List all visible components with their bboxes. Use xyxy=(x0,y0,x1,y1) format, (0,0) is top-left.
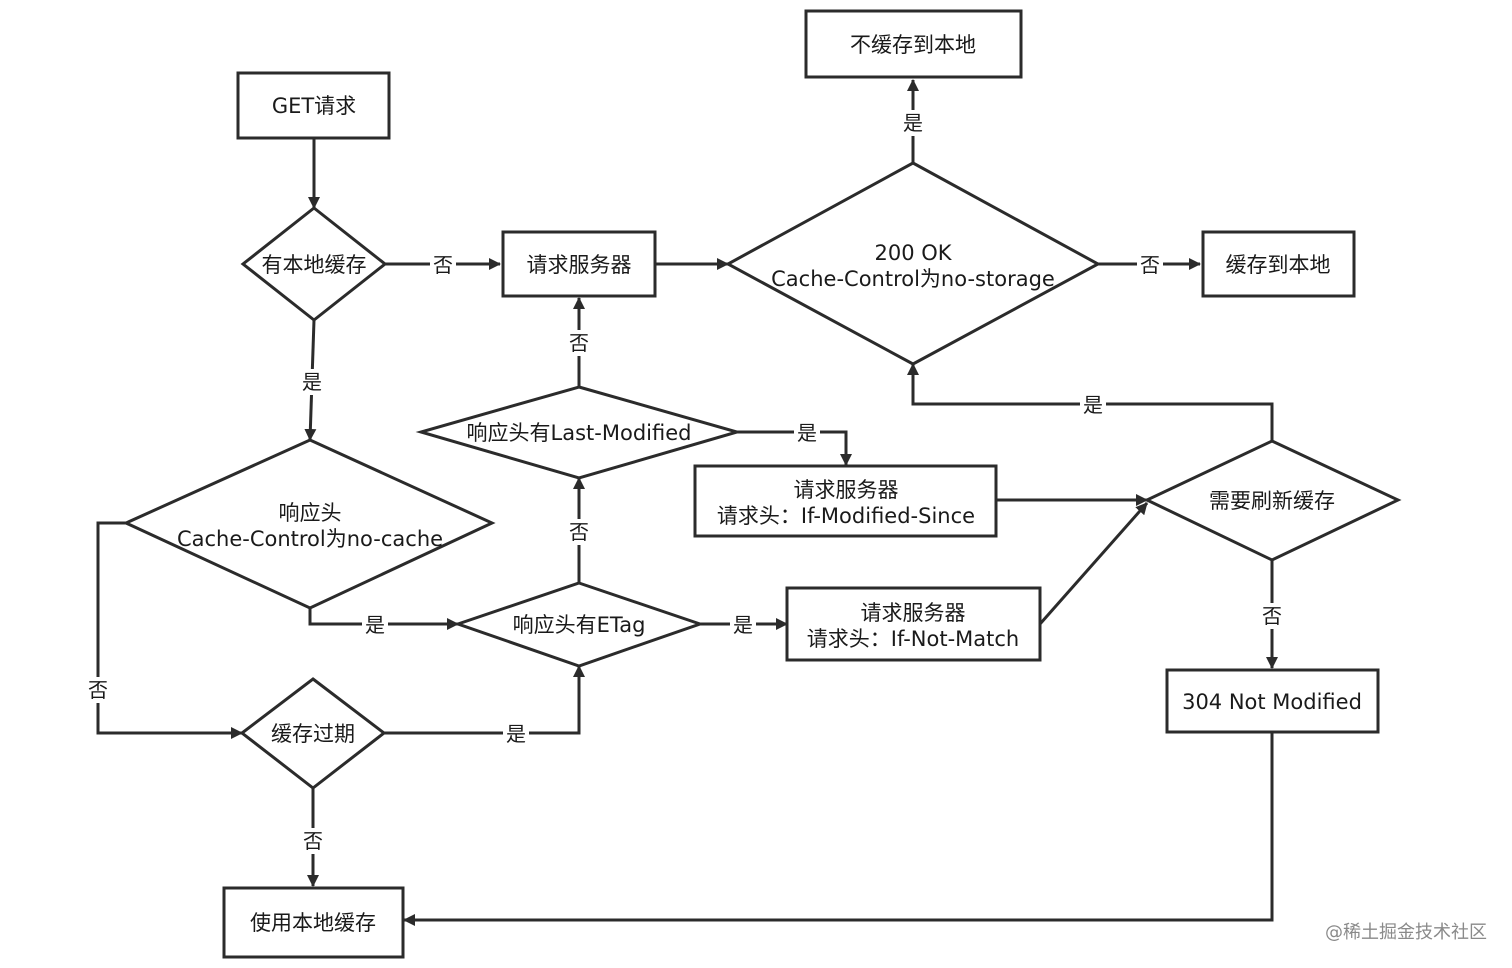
edge-inm-to-need-refresh xyxy=(1038,502,1149,625)
node-etag-label: 响应头有ETag xyxy=(513,613,646,637)
edge-no-cache-to-expired xyxy=(96,521,243,739)
node-304-label: 304 Not Modified xyxy=(1182,690,1362,714)
node-ok-no-storage-line1: 200 OK xyxy=(874,241,952,265)
node-ok-no-storage-check xyxy=(724,161,1102,366)
label-yes-expired: 是 xyxy=(506,722,526,746)
node-request-server-label: 请求服务器 xyxy=(527,253,632,277)
node-no-cache-line1: 响应头 xyxy=(279,501,342,525)
edge-no-cache-to-etag xyxy=(308,608,459,630)
label-yes-etag: 是 xyxy=(733,613,753,637)
label-yes-no-storage: 是 xyxy=(903,111,923,135)
node-cache-expired xyxy=(239,677,387,790)
node-request-server xyxy=(501,230,657,298)
node-inm-line2: 请求头：If-Not-Match xyxy=(807,627,1019,651)
node-cache-local xyxy=(1201,230,1356,298)
label-yes-has-cache: 是 xyxy=(302,370,322,394)
edge-labels: 否 是 是 否 否 是 是 否 否 是 是 否 是 否 xyxy=(85,110,1285,854)
label-no-no-storage: 否 xyxy=(1140,253,1160,277)
node-last-modified-label: 响应头有Last-Modified xyxy=(467,421,692,445)
node-etag-check xyxy=(453,581,705,668)
node-get-request-label: GET请求 xyxy=(272,94,356,118)
label-no-expired: 否 xyxy=(303,829,323,853)
label-no-last-modified: 否 xyxy=(569,331,589,355)
node-get-request xyxy=(236,71,391,140)
node-has-local-cache-label: 有本地缓存 xyxy=(262,253,367,277)
label-no-etag: 否 xyxy=(569,520,589,544)
label-yes-no-cache: 是 xyxy=(365,613,385,637)
label-no-has-cache: 否 xyxy=(433,253,453,277)
node-cache-local-label: 缓存到本地 xyxy=(1226,253,1331,277)
node-ok-no-storage-line2: Cache-Control为no-storage xyxy=(771,267,1055,291)
node-last-modified-check xyxy=(415,385,743,480)
label-no-no-cache: 否 xyxy=(88,678,108,702)
label-no-need-refresh: 否 xyxy=(1262,604,1282,628)
node-ims-line1: 请求服务器 xyxy=(794,478,899,502)
node-need-refresh xyxy=(1143,439,1402,562)
edge-expired-to-etag xyxy=(384,665,585,735)
node-no-cache-local xyxy=(804,9,1023,79)
node-request-if-not-match xyxy=(785,586,1042,662)
label-yes-last-modified: 是 xyxy=(797,421,817,445)
node-inm-line1: 请求服务器 xyxy=(861,601,966,625)
node-ims-line2: 请求头：If-Modified-Since xyxy=(717,504,975,528)
node-no-cache-check xyxy=(122,438,496,610)
nodes: GET请求 有本地缓存 请求服务器 200 OK Cache-Control为n… xyxy=(122,9,1402,959)
node-request-if-modified-since xyxy=(693,464,998,538)
node-has-local-cache xyxy=(240,206,388,322)
node-no-cache-local-label: 不缓存到本地 xyxy=(850,33,976,57)
edge-304-to-use-cache xyxy=(403,732,1274,926)
watermark: @稀土掘金技术社区 xyxy=(1325,922,1487,943)
node-use-local-cache-label: 使用本地缓存 xyxy=(250,911,376,935)
node-use-local-cache xyxy=(222,886,405,959)
edge-last-modified-to-ims xyxy=(737,430,852,466)
label-yes-need-refresh: 是 xyxy=(1083,393,1103,417)
node-no-cache-line2: Cache-Control为no-cache xyxy=(177,527,443,551)
node-304-not-modified xyxy=(1165,668,1380,734)
node-need-refresh-label: 需要刷新缓存 xyxy=(1209,489,1335,513)
node-cache-expired-label: 缓存过期 xyxy=(271,722,355,746)
